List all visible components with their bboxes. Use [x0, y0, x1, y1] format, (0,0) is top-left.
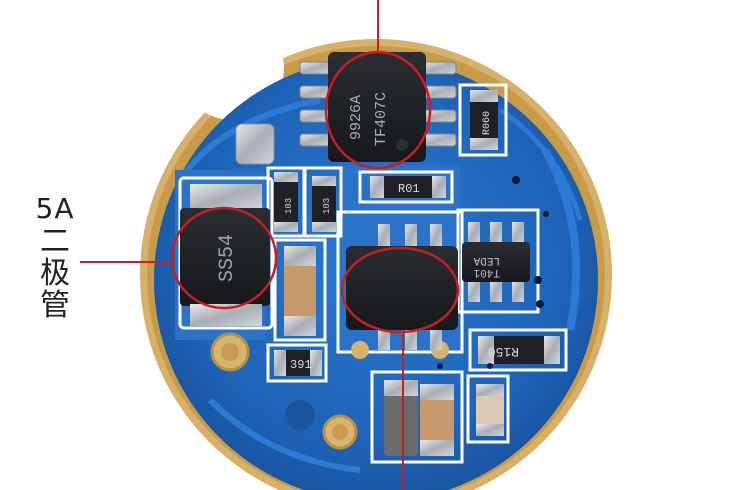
annotation-line-4: 管	[40, 288, 70, 323]
right-ic: LEDA T401	[462, 222, 530, 302]
resistor-marking: R01	[398, 182, 420, 196]
right-ic-marking-2: T401	[473, 266, 500, 278]
diode-ss54: SS54	[180, 184, 270, 326]
callout-lines	[80, 0, 404, 490]
resistor-marking: R060	[482, 111, 493, 135]
trace	[177, 97, 321, 182]
vias	[437, 176, 549, 369]
annotation-line-3: 极	[40, 256, 70, 291]
top-ic-marking-1: 9926A	[348, 95, 365, 140]
resistor-r060: R060	[470, 90, 498, 150]
silkscreen	[178, 83, 568, 464]
resistor-small: 103	[312, 176, 336, 232]
resistor-marking: 103	[322, 198, 332, 214]
right-ic-marking-1: LEDA	[473, 254, 500, 266]
callout-middle-ic	[340, 246, 460, 334]
resistor-391: 391	[274, 350, 322, 376]
resistor-small: 103	[274, 172, 298, 232]
middle-ic	[346, 224, 458, 350]
trace	[498, 107, 583, 221]
trace	[207, 397, 361, 473]
diode-annotation: 5A 二 极 管	[30, 192, 80, 322]
resistor-r150: R150	[478, 336, 560, 364]
resistor-marking: R150	[488, 344, 519, 359]
top-ic-marking-2: TF407C	[373, 92, 390, 146]
trace	[541, 148, 581, 331]
annotation-line-2: 二	[40, 224, 70, 259]
annotation-line-1: 5A	[35, 192, 75, 225]
capacitor	[384, 380, 504, 456]
diode-marking: SS54	[216, 234, 239, 282]
capacitor	[284, 246, 316, 336]
top-ic: 9926A TF407C	[299, 52, 457, 162]
resistor-marking: 103	[284, 198, 294, 214]
callout-diode	[170, 206, 278, 310]
resistor-r01: R01	[370, 176, 446, 198]
solder-pad	[235, 123, 275, 165]
round-pads	[210, 332, 449, 450]
resistor-marking: 391	[290, 358, 312, 372]
